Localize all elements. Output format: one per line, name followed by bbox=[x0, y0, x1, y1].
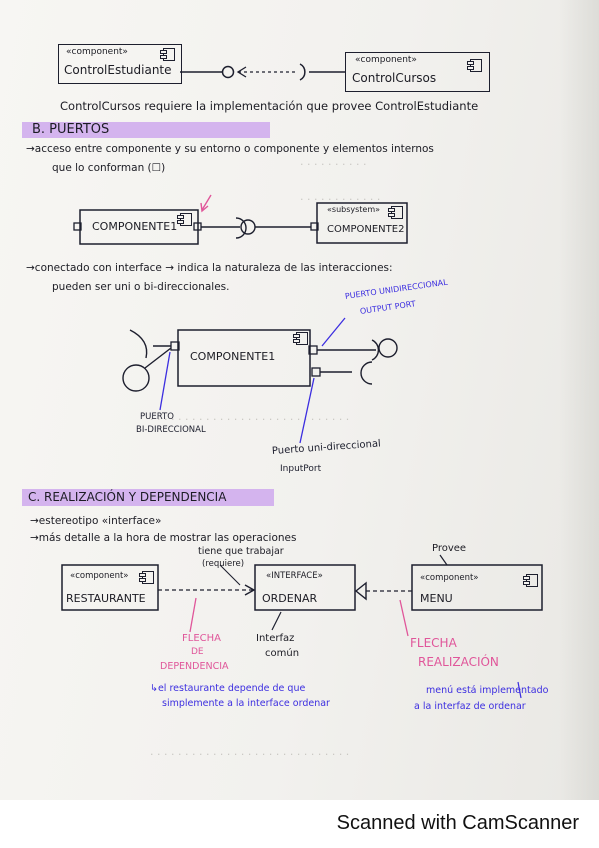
component-stereotype: «component» bbox=[70, 571, 129, 581]
realization-arrow-label: FLECHA bbox=[410, 636, 457, 650]
text-line: →más detalle a la hora de mostrar las op… bbox=[30, 532, 297, 544]
section-heading-c: C. REALIZACIÓN Y DEPENDENCIA bbox=[28, 490, 227, 504]
scanned-page: . . . . . . . . . . . . . . . . . . . . … bbox=[0, 0, 599, 800]
component-label: COMPONENTE1 bbox=[190, 350, 276, 363]
text-line: pueden ser uni o bi-direccionales. bbox=[52, 281, 230, 293]
section-highlight bbox=[22, 122, 270, 138]
component-name: RESTAURANTE bbox=[66, 592, 146, 605]
explanation-note: a la interfaz de ordenar bbox=[414, 701, 526, 712]
component-label: COMPONENTE2 bbox=[327, 224, 405, 235]
interface-note: Interfaz bbox=[256, 633, 295, 644]
realization-arrow-label: REALIZACIÓN bbox=[418, 655, 499, 669]
bidirectional-port-label: BI-DIRECCIONAL bbox=[136, 425, 206, 435]
component-name: ControlEstudiante bbox=[64, 63, 172, 77]
component-icon bbox=[388, 206, 403, 219]
scanner-watermark-bar: Scanned with CamScanner bbox=[0, 800, 599, 848]
dependency-arrow-label: FLECHA bbox=[182, 633, 221, 644]
bidirectional-port-label: PUERTO bbox=[140, 412, 174, 422]
component-label: COMPONENTE1 bbox=[92, 220, 178, 233]
scanner-watermark: Scanned with CamScanner bbox=[336, 812, 579, 834]
text-line: →conectado con interface → indica la nat… bbox=[26, 262, 393, 274]
interface-note: común bbox=[265, 648, 300, 659]
bleed-through-text: . . . . . . . . . . bbox=[300, 155, 367, 168]
diagram-lines bbox=[61, 63, 543, 699]
explanation-note: simplemente a la interface ordenar bbox=[162, 698, 330, 709]
dependency-arrow-label: DEPENDENCIA bbox=[160, 661, 229, 672]
component-icon bbox=[293, 332, 308, 345]
explanation-note: ↳el restaurante depende de que bbox=[150, 683, 306, 694]
note-text: ControlCursos requiere la implementación… bbox=[60, 99, 479, 113]
bleed-through-text: . . . . . . . . . . . . . . . . . . . . … bbox=[150, 410, 350, 423]
explanation-note: menú está implementado bbox=[426, 685, 549, 696]
component-icon bbox=[160, 48, 175, 61]
component-stereotype: «component» bbox=[66, 47, 128, 57]
input-port-label: InputPort bbox=[280, 464, 322, 474]
requires-note: tiene que trabajar bbox=[198, 546, 284, 557]
interface-stereotype: «INTERFACE» bbox=[266, 571, 323, 581]
component-icon bbox=[139, 571, 154, 584]
component-stereotype: «component» bbox=[355, 55, 417, 65]
component-box-control-cursos bbox=[345, 52, 490, 92]
component-stereotype: «subsystem» bbox=[327, 205, 381, 214]
bleed-through-text: . . . . . . . . . . . . . . . . . . . . … bbox=[150, 745, 350, 758]
provides-note: Provee bbox=[432, 543, 467, 554]
requires-note: (requiere) bbox=[202, 559, 245, 569]
component-icon bbox=[177, 213, 192, 226]
bleed-through-text: . . . . . . . . . . . . bbox=[300, 190, 381, 203]
text-line: →acceso entre componente y su entorno o … bbox=[26, 143, 434, 155]
component-box-control-estudiante bbox=[58, 44, 182, 84]
text-line: →estereotipo «interface» bbox=[30, 515, 162, 527]
dependency-arrow-label: DE bbox=[191, 647, 204, 657]
component-stereotype: «component» bbox=[420, 573, 479, 583]
component-name: ControlCursos bbox=[352, 71, 437, 85]
interface-name: ORDENAR bbox=[262, 592, 318, 605]
text-line: que lo conforman (☐) bbox=[52, 162, 166, 174]
component-icon bbox=[523, 574, 538, 587]
component-icon bbox=[467, 59, 482, 72]
section-heading-b: B. PUERTOS bbox=[32, 122, 110, 137]
section-highlight bbox=[22, 489, 274, 506]
component-name: MENU bbox=[420, 592, 453, 605]
